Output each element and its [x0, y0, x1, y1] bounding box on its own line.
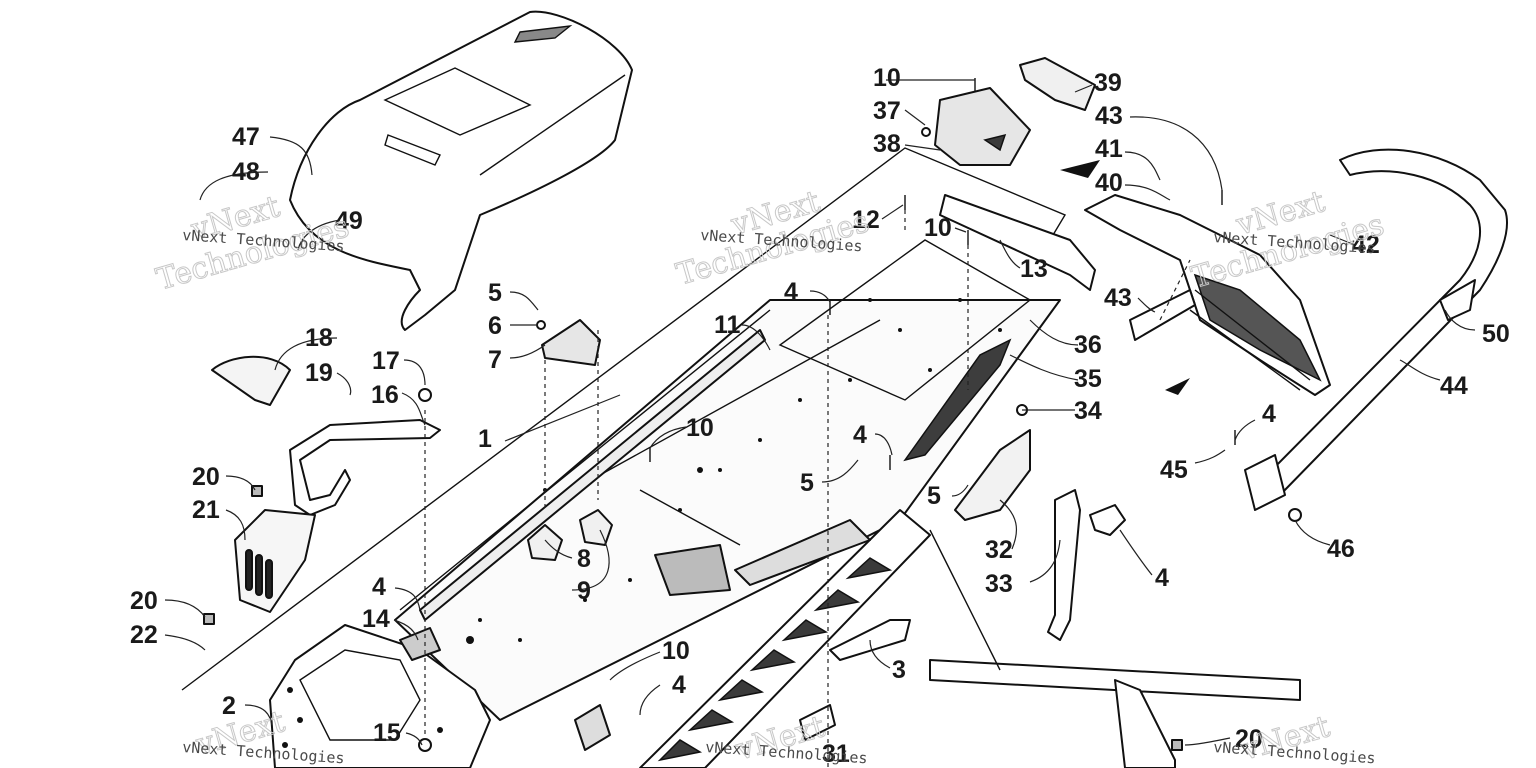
part-13-bracket	[939, 194, 1096, 291]
callout-5: 5	[488, 279, 502, 307]
hardware-studs	[203, 78, 1302, 752]
callout-48: 48	[232, 158, 260, 186]
callout-34: 34	[1074, 397, 1102, 425]
callout-5: 5	[927, 482, 941, 510]
callout-22: 22	[130, 621, 158, 649]
callout-4: 4	[853, 421, 867, 449]
part-2-frame	[269, 624, 491, 768]
callout-9: 9	[577, 577, 591, 605]
callout-32: 32	[985, 536, 1013, 564]
callout-3: 3	[892, 656, 906, 684]
callout-1: 1	[478, 425, 492, 453]
callout-4: 4	[372, 573, 386, 601]
callout-43: 43	[1104, 284, 1132, 312]
running-board	[639, 509, 931, 768]
tunnel-holes	[438, 298, 1002, 644]
callout-8: 8	[577, 545, 591, 573]
callout-18: 18	[305, 324, 333, 352]
callout-20: 20	[130, 587, 158, 615]
callout-44: 44	[1440, 372, 1468, 400]
callout-4: 4	[672, 671, 686, 699]
part-39-bracket	[1019, 57, 1096, 111]
callout-21: 21	[192, 496, 220, 524]
seat-assembly	[289, 10, 633, 331]
callout-37: 37	[873, 97, 901, 125]
callout-4: 4	[1155, 564, 1169, 592]
part-33-strap	[1047, 489, 1081, 641]
callout-19: 19	[305, 359, 333, 387]
callout-49: 49	[335, 207, 363, 235]
callout-20: 20	[192, 463, 220, 491]
callout-10: 10	[686, 414, 714, 442]
callout-12: 12	[852, 206, 880, 234]
leader-lines	[164, 79, 1476, 746]
callout-42: 42	[1352, 231, 1380, 259]
callout-2: 2	[222, 692, 236, 720]
rear-flap-assembly	[1084, 194, 1331, 396]
part-16-handle	[289, 419, 441, 516]
callout-13: 13	[1020, 255, 1048, 283]
callout-17: 17	[372, 347, 400, 375]
callout-35: 35	[1074, 365, 1102, 393]
callout-41: 41	[1095, 135, 1123, 163]
callout-36: 36	[1074, 331, 1102, 359]
callout-10: 10	[662, 637, 690, 665]
callout-50: 50	[1482, 320, 1510, 348]
callout-47: 47	[232, 123, 260, 151]
callout-39: 39	[1094, 69, 1122, 97]
part-38-bracket	[934, 87, 1031, 166]
callout-20: 20	[1235, 725, 1263, 753]
callout-31: 31	[822, 740, 850, 768]
callout-14: 14	[362, 605, 390, 633]
part-32-bracket	[954, 429, 1031, 521]
assembly-lines	[424, 210, 1191, 768]
callout-16: 16	[371, 381, 399, 409]
part-18-flap	[211, 355, 291, 406]
callout-10: 10	[873, 64, 901, 92]
callout-7: 7	[488, 346, 502, 374]
tunnel-outline	[181, 147, 1067, 721]
callout-5: 5	[800, 469, 814, 497]
part-44-bumper	[1244, 148, 1509, 511]
callout-33: 33	[985, 570, 1013, 598]
callout-labels: 1 2 3 4 4 4 4 4 4 5 5 5 6 7 8 9 10 10 10…	[130, 64, 1510, 768]
callout-10: 10	[924, 214, 952, 242]
callout-43: 43	[1095, 102, 1123, 130]
callout-38: 38	[873, 130, 901, 158]
callout-4: 4	[1262, 400, 1276, 428]
callout-11: 11	[714, 311, 741, 339]
callout-45: 45	[1160, 456, 1188, 484]
callout-15: 15	[373, 719, 401, 747]
callout-6: 6	[488, 312, 502, 340]
callout-40: 40	[1095, 169, 1123, 197]
callout-4: 4	[784, 278, 798, 306]
callout-46: 46	[1327, 535, 1355, 563]
